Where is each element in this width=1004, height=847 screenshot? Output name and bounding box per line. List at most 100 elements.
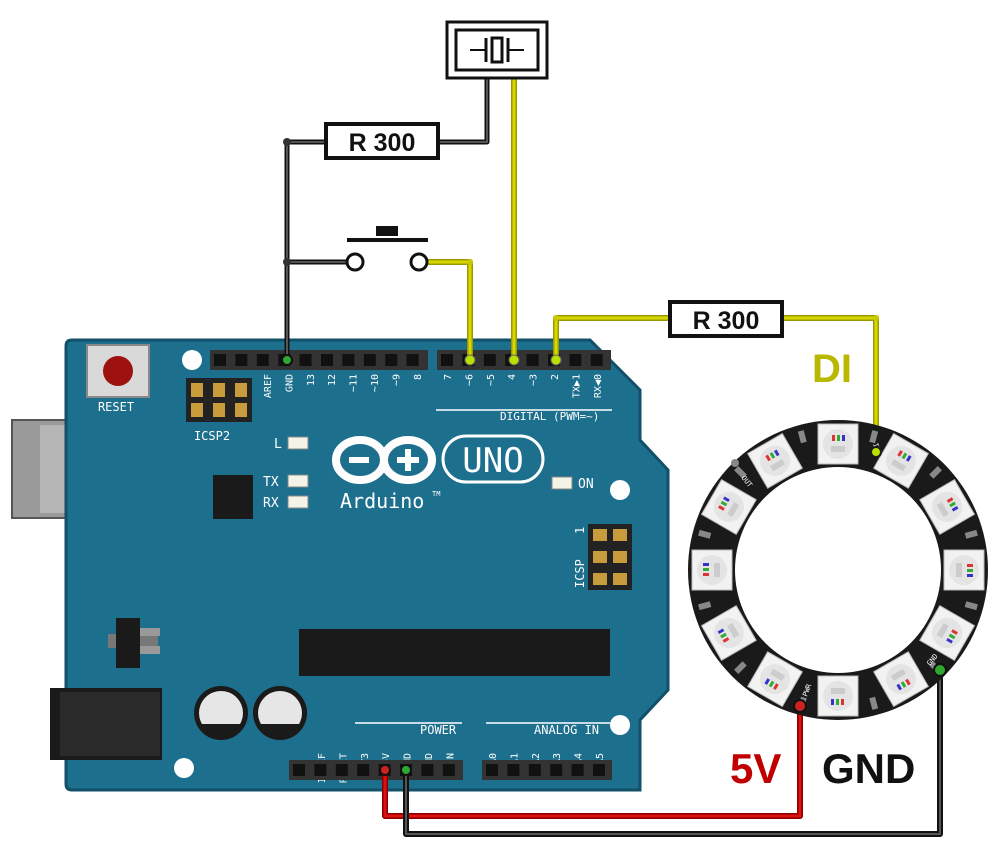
led-rx bbox=[287, 495, 309, 509]
led-tx bbox=[287, 474, 309, 488]
led-l-label: L bbox=[274, 437, 282, 452]
resistor-to-buzzer-wire bbox=[438, 72, 490, 145]
neopixel-led bbox=[746, 651, 804, 708]
neopixel-led bbox=[817, 423, 859, 465]
pin-label: A1 bbox=[509, 753, 520, 765]
neopixel-led bbox=[919, 478, 976, 536]
trademark-label: TM bbox=[432, 490, 440, 498]
neopixel-led bbox=[746, 432, 804, 489]
ground-wire-top bbox=[286, 141, 326, 360]
ring-capacitor bbox=[964, 529, 978, 539]
pin-label: RX◀0 bbox=[593, 374, 604, 398]
neopixel-led bbox=[872, 432, 930, 489]
uno-label: UNO bbox=[462, 441, 523, 481]
ring-capacitor bbox=[734, 466, 747, 479]
wires bbox=[284, 72, 943, 837]
neopixel-led bbox=[700, 478, 757, 536]
led-rx-label: RX bbox=[263, 496, 279, 511]
mount-hole bbox=[610, 480, 630, 500]
uno-badge bbox=[441, 434, 545, 484]
pin-label: AREF bbox=[263, 374, 274, 398]
header-pin bbox=[442, 764, 455, 776]
led-l bbox=[287, 436, 309, 450]
resistor-top-label: R 300 bbox=[349, 129, 416, 157]
pin-label: A3 bbox=[552, 753, 563, 765]
header-pin bbox=[571, 764, 584, 776]
header-pin bbox=[321, 354, 333, 366]
ring-capacitor bbox=[698, 529, 712, 539]
brand-label: Arduino bbox=[340, 489, 424, 513]
header-pin bbox=[593, 764, 605, 776]
header-pin bbox=[299, 354, 312, 366]
pin-label: 12 bbox=[327, 374, 338, 386]
ring-pwr-pad bbox=[793, 699, 807, 713]
header-pin bbox=[335, 764, 348, 776]
header-pin bbox=[528, 764, 541, 776]
icsp-label: ICSP bbox=[573, 559, 587, 588]
pin-label: 4 bbox=[507, 374, 518, 380]
analog-header bbox=[482, 760, 612, 780]
capacitor bbox=[253, 686, 307, 740]
neopixel-led bbox=[700, 604, 757, 662]
pin-label: ~6 bbox=[464, 374, 475, 386]
ring-capacitor bbox=[797, 430, 807, 444]
header-pin bbox=[486, 764, 498, 776]
pin-label: 2 bbox=[550, 374, 561, 380]
header-pin bbox=[406, 354, 419, 366]
power-header bbox=[289, 760, 463, 780]
header-pin bbox=[363, 354, 376, 366]
header-pin bbox=[235, 354, 248, 366]
icsp-pin1-label: 1 bbox=[573, 527, 587, 534]
pin-label: 8 bbox=[413, 374, 424, 380]
pushbutton-icon[interactable] bbox=[345, 226, 429, 272]
pin-label: GND bbox=[284, 374, 295, 392]
mount-hole bbox=[182, 350, 202, 370]
pin-label: 5V bbox=[381, 753, 392, 765]
ring-capacitor bbox=[869, 430, 879, 444]
dc-barrel-jack bbox=[50, 688, 162, 760]
pin-label: TX▶1 bbox=[571, 374, 582, 398]
di-label: DI bbox=[812, 347, 852, 391]
ring-di-pad bbox=[870, 446, 882, 458]
mount-hole bbox=[174, 758, 194, 778]
header-pin bbox=[342, 354, 355, 366]
pin-label: ~10 bbox=[370, 374, 381, 392]
header-pin bbox=[550, 764, 563, 776]
ring-capacitor bbox=[964, 601, 978, 611]
ring-gnd-pad bbox=[933, 663, 947, 677]
ground-wire-top bbox=[284, 139, 326, 360]
ring-capacitor bbox=[869, 696, 879, 710]
pin-label: A5 bbox=[595, 753, 606, 765]
header-pin bbox=[293, 764, 305, 776]
board-pcb bbox=[64, 338, 670, 792]
5v-wire bbox=[383, 706, 802, 818]
usb-chip bbox=[213, 475, 253, 519]
resistor-right: R 300 bbox=[668, 300, 784, 338]
pin-label: 7 bbox=[443, 374, 454, 380]
neopixel-led bbox=[817, 675, 859, 717]
analog-in-label: ANALOG IN bbox=[534, 723, 599, 737]
led-on bbox=[551, 476, 573, 490]
led-ring: IN OUT PWR GND bbox=[688, 420, 988, 720]
ring-capacitor bbox=[929, 466, 942, 479]
header-pin bbox=[526, 354, 539, 366]
header-pin bbox=[357, 764, 370, 776]
icsp2-header bbox=[186, 378, 252, 422]
header-pin bbox=[569, 354, 582, 366]
resistor-to-buzzer-wire bbox=[438, 72, 488, 143]
ring-capacitor bbox=[734, 661, 747, 674]
resistor-right-label: R 300 bbox=[693, 307, 760, 335]
digital-header-right bbox=[437, 350, 611, 370]
wire-junctions bbox=[281, 138, 879, 776]
resistor-top: R 300 bbox=[324, 122, 440, 160]
pin-label: ~5 bbox=[486, 374, 497, 386]
neopixel-led bbox=[919, 604, 976, 662]
neopixel-led bbox=[691, 549, 733, 591]
header-pin bbox=[314, 764, 327, 776]
neopixel-led bbox=[943, 549, 985, 591]
mount-hole bbox=[610, 715, 630, 735]
led-tx-label: TX bbox=[263, 475, 279, 490]
pin-label: A0 bbox=[488, 753, 499, 765]
